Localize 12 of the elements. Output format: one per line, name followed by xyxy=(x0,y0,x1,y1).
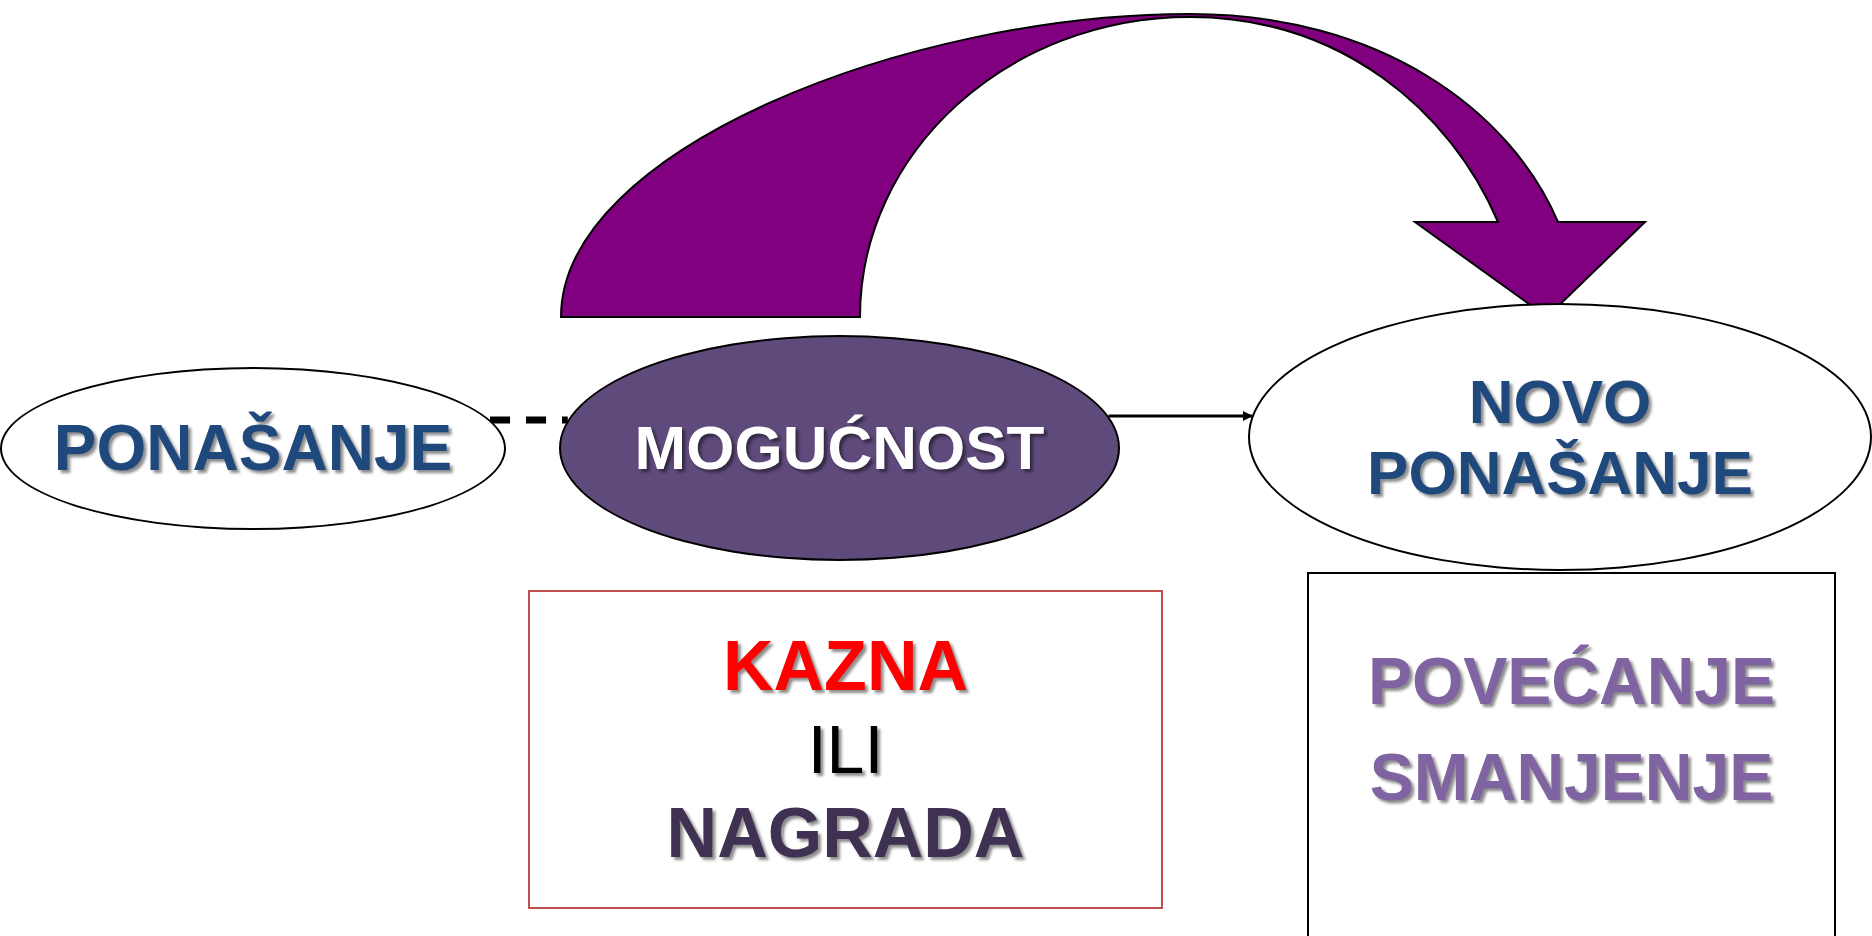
node-label: NOVO PONAŠANJE xyxy=(1366,365,1754,509)
node-label: PONAŠANJE xyxy=(53,411,453,486)
dashed-connector xyxy=(490,416,568,424)
node-label: SMANJENJE xyxy=(1369,739,1774,816)
node-label: MOGUĆNOST xyxy=(634,412,1045,484)
node-label: NAGRADA xyxy=(666,792,1025,874)
node-label: ILI xyxy=(807,710,884,789)
curved-block-arrow xyxy=(560,13,1646,318)
outcome-box xyxy=(528,590,1163,909)
node-label: KAZNA xyxy=(723,625,968,707)
node-label: POVEĆANJE xyxy=(1367,644,1776,720)
change-box xyxy=(1307,572,1836,936)
